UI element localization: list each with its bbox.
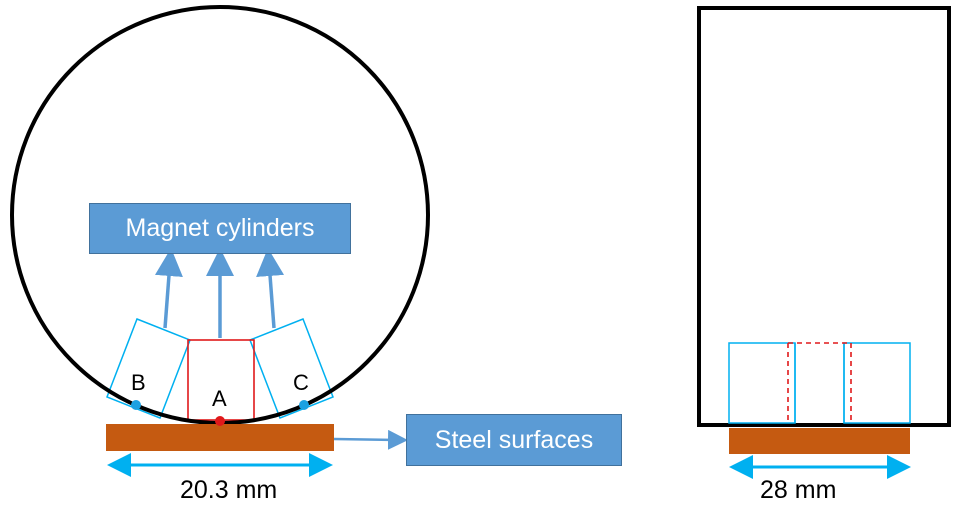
- side-view: [10, 5, 430, 477]
- magnet-cylinder-right: [249, 318, 334, 419]
- arrow-left-magnet: [154, 248, 183, 329]
- point-a-label: A: [212, 386, 227, 411]
- arrow-steel-surfaces: [333, 429, 408, 450]
- magnet-cylinders-callout: Magnet cylinders: [89, 203, 351, 254]
- contact-point-b: [131, 400, 141, 410]
- steel-surface-front: [729, 428, 910, 454]
- magnet-block-right: [843, 342, 911, 424]
- contact-point-a: [215, 416, 225, 426]
- steel-surface-side: [106, 424, 334, 451]
- contact-point-c: [299, 400, 309, 410]
- magnet-block-left: [728, 342, 796, 424]
- arrow-right-magnet: [256, 248, 285, 329]
- point-b-label: B: [131, 370, 146, 395]
- front-view: [697, 6, 951, 479]
- wheel-rectangle: [697, 6, 951, 427]
- steel-surfaces-callout: Steel surfaces: [406, 414, 622, 466]
- magnet-cylinder-left: [106, 318, 191, 419]
- width-side-view-label: 20.3 mm: [180, 476, 278, 504]
- magnet-cylinders-label: Magnet cylinders: [125, 214, 315, 242]
- point-c-label: C: [293, 370, 309, 395]
- steel-surfaces-label: Steel surfaces: [434, 425, 594, 454]
- width-front-view-label: 28 mm: [760, 476, 837, 504]
